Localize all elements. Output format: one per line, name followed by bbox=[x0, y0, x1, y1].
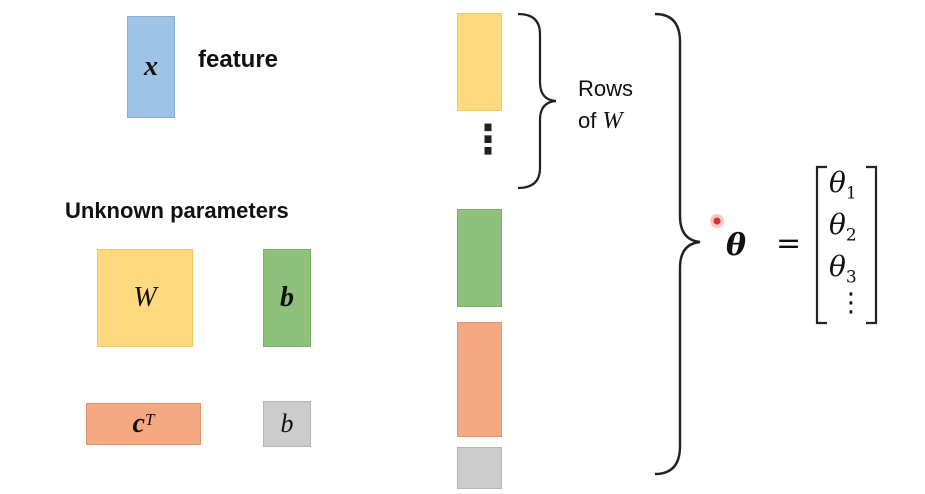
b-scalar-block bbox=[263, 401, 311, 447]
feature-x-block bbox=[127, 16, 175, 118]
feature-x-symbol: x bbox=[144, 51, 158, 82]
theta-vdots: ⋮ bbox=[838, 288, 864, 318]
theta-symbol: θ bbox=[726, 228, 747, 263]
theta-entry-3: θ3 bbox=[829, 250, 857, 288]
theta-entry-1-base: θ bbox=[829, 166, 846, 199]
c-transpose-block bbox=[86, 403, 201, 445]
theta-entry-1-sub: 1 bbox=[845, 183, 857, 204]
stack-b-scalar-block bbox=[457, 447, 502, 489]
theta-entry-1: θ1 bbox=[829, 166, 857, 204]
theta-entry-3-base: θ bbox=[829, 250, 846, 283]
transpose-superscript: T bbox=[144, 410, 155, 429]
equals-sign: = bbox=[776, 226, 802, 261]
rows-of-W-label: Rows of W bbox=[578, 73, 633, 137]
rows-label-of: of bbox=[578, 108, 603, 133]
rows-label-line2: of W bbox=[578, 105, 633, 137]
theta-entry-2: θ2 bbox=[829, 208, 857, 246]
c-symbol: c bbox=[132, 408, 145, 439]
stack-b-block bbox=[457, 209, 502, 307]
W-symbol: W bbox=[133, 282, 157, 313]
rows-brace bbox=[517, 12, 557, 190]
pointer-dot bbox=[713, 217, 721, 225]
stack-dots: ⋮ bbox=[468, 117, 508, 163]
b-vector-block bbox=[263, 249, 311, 347]
W-matrix-block bbox=[97, 249, 193, 347]
theta-entry-2-base: θ bbox=[829, 208, 846, 241]
theta-brace bbox=[654, 12, 701, 476]
rows-label-line1: Rows bbox=[578, 76, 634, 101]
stack-row-W-top bbox=[457, 13, 502, 111]
right-bracket bbox=[866, 165, 878, 325]
theta-entry-2-sub: 2 bbox=[845, 225, 857, 246]
b-vector-symbol: b bbox=[280, 282, 294, 313]
stack-c-block bbox=[457, 322, 502, 437]
rows-label-W: W bbox=[602, 108, 623, 134]
unknown-parameters-heading: Unknown parameters bbox=[65, 198, 289, 223]
left-bracket bbox=[815, 165, 827, 325]
b-scalar-symbol: b bbox=[280, 409, 294, 438]
feature-label: feature bbox=[198, 46, 279, 73]
theta-entry-3-sub: 3 bbox=[845, 267, 857, 288]
